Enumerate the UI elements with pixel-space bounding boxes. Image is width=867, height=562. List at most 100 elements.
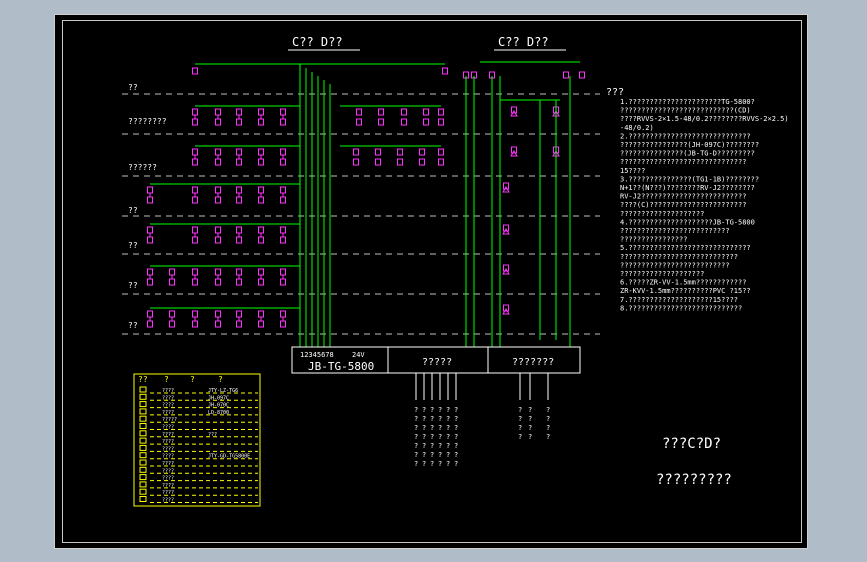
device-symbol	[280, 226, 286, 234]
output-label: ?	[414, 451, 418, 459]
legend-symbol	[139, 459, 147, 466]
device-symbol	[192, 108, 198, 116]
device-symbol	[215, 236, 221, 244]
output-label: ?	[454, 442, 458, 450]
device-symbol	[236, 196, 242, 204]
legend-symbol	[139, 488, 147, 495]
device-symbol	[442, 67, 448, 75]
device-symbol	[258, 268, 264, 276]
device-symbol	[258, 226, 264, 234]
legend-header: ?	[164, 375, 169, 384]
triangle-symbol	[502, 228, 510, 235]
device-symbol	[192, 118, 198, 126]
floor-label: ????????	[128, 117, 167, 126]
output-label: ?	[518, 415, 522, 423]
device-symbol	[258, 186, 264, 194]
device-symbol	[236, 320, 242, 328]
device-symbol	[147, 320, 153, 328]
device-symbol	[147, 186, 153, 194]
legend-header: ?	[218, 375, 223, 384]
output-label: ?	[438, 433, 442, 441]
device-symbol	[258, 158, 264, 166]
notes-line: 15????	[620, 167, 645, 175]
output-label: ?	[446, 442, 450, 450]
device-symbol	[192, 158, 198, 166]
notes-line: ??????????????????????????????	[620, 158, 746, 166]
legend-symbol	[139, 437, 147, 444]
output-label: ?	[414, 406, 418, 414]
output-label: ?	[414, 424, 418, 432]
device-symbol	[192, 268, 198, 276]
device-symbol	[401, 108, 407, 116]
device-symbol	[192, 320, 198, 328]
device-symbol	[147, 226, 153, 234]
drawing-inner-border	[62, 20, 802, 543]
legend-symbol	[139, 415, 147, 422]
legend-name: ????	[162, 461, 174, 467]
output-label: ?	[438, 451, 442, 459]
device-symbol	[280, 268, 286, 276]
legend-name: ????	[162, 476, 174, 482]
device-symbol	[280, 310, 286, 318]
output-label: ?	[518, 406, 522, 414]
output-label: ?	[414, 442, 418, 450]
output-label: ?	[438, 415, 442, 423]
legend-model: JTY-LZ-TG6	[208, 388, 238, 394]
device-symbol	[280, 186, 286, 194]
device-symbol	[375, 148, 381, 156]
device-symbol	[258, 118, 264, 126]
output-label: ?	[422, 433, 426, 441]
device-symbol	[423, 108, 429, 116]
device-symbol	[401, 118, 407, 126]
device-symbol	[236, 268, 242, 276]
output-label: ?	[430, 442, 434, 450]
device-symbol	[236, 118, 242, 126]
legend-table: ?????????JTY-LZ-TG6????JH-097C????JH-070…	[133, 373, 261, 507]
device-symbol	[258, 320, 264, 328]
legend-name: ????	[162, 483, 174, 489]
notes-line: ??????????????????????????	[620, 261, 730, 269]
device-symbol	[419, 148, 425, 156]
device-symbol	[192, 148, 198, 156]
device-symbol	[215, 108, 221, 116]
output-label: ?	[546, 433, 550, 441]
device-symbol	[280, 118, 286, 126]
output-label: ?	[454, 415, 458, 423]
notes-line: 1.??????????????????????TG-5800?	[620, 98, 755, 106]
legend-symbol	[139, 430, 147, 437]
device-symbol	[375, 158, 381, 166]
device-symbol	[423, 118, 429, 126]
device-symbol	[503, 224, 509, 232]
output-label: ?	[430, 460, 434, 468]
panel-model: JB-TG-5800	[308, 360, 374, 373]
triangle-symbol	[502, 186, 510, 193]
device-symbol	[215, 158, 221, 166]
device-symbol	[236, 226, 242, 234]
device-symbol	[378, 108, 384, 116]
title-block-line1: ???C?D?	[662, 436, 721, 452]
device-symbol	[236, 158, 242, 166]
legend-name: ????	[162, 432, 174, 438]
device-symbol	[353, 148, 359, 156]
device-symbol	[169, 320, 175, 328]
device-symbol	[503, 304, 509, 312]
notes-line: 7.????????????????????15????	[620, 296, 738, 304]
device-symbol	[280, 278, 286, 286]
device-symbol	[258, 108, 264, 116]
notes-line: ????????????????????	[620, 210, 704, 218]
legend-symbol	[139, 423, 147, 429]
device-symbol	[169, 268, 175, 276]
legend-model: JH-070C	[208, 403, 229, 409]
legend-model: JTY-GD-TG5800E	[208, 454, 250, 460]
legend-name: ????	[162, 425, 174, 431]
output-label: ?	[528, 415, 532, 423]
device-symbol	[378, 118, 384, 126]
device-symbol	[215, 196, 221, 204]
device-symbol	[236, 236, 242, 244]
legend-symbol	[139, 444, 147, 451]
output-label: ?	[528, 433, 532, 441]
output-label: ?	[454, 460, 458, 468]
device-symbol	[511, 146, 517, 154]
notes-line: 5.?????????????????????????????	[620, 244, 751, 252]
